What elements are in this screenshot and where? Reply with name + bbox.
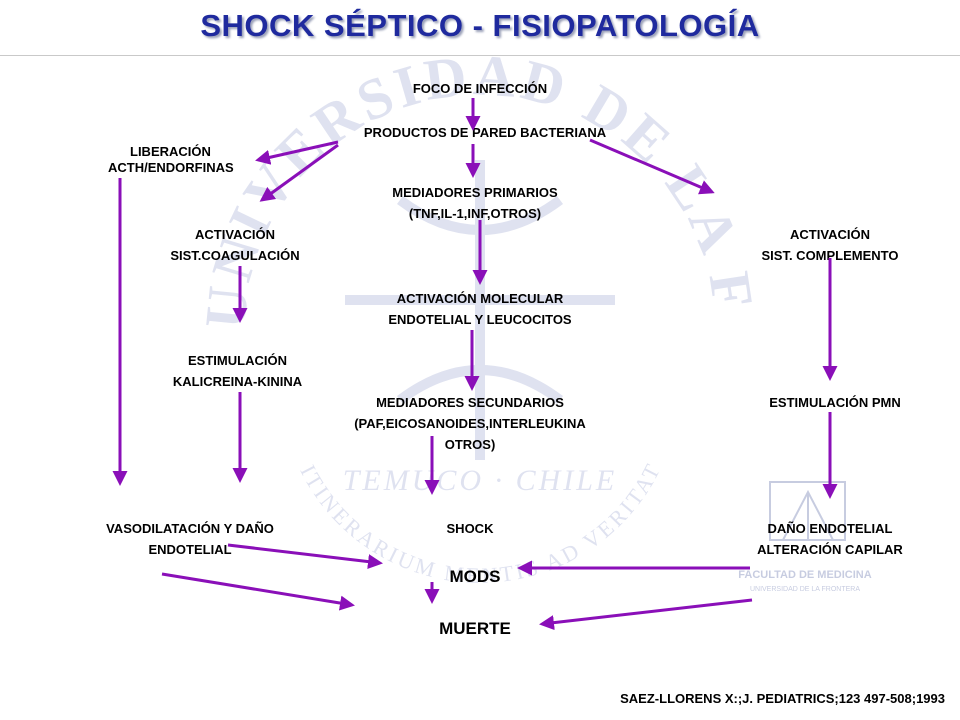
reference-citation: SAEZ-LLORENS X:;J. PEDIATRICS;123 497-50… (620, 691, 945, 706)
node-liberacion-line2: ACTH/ENDORFINAS (108, 160, 234, 175)
node-vasodilatacion: VASODILATACIÓN Y DAÑO ENDOTELIAL (65, 518, 315, 560)
faculty-name: FACULTAD DE MEDICINA (738, 569, 871, 581)
node-liberacion-line1: LIBERACIÓN (130, 144, 211, 159)
faculty-crest-watermark: FACULTAD DE MEDICINA UNIVERSIDAD DE LA F… (738, 481, 872, 593)
node-estimulacion-kk-line2: KALICREINA-KININA (172, 374, 303, 389)
node-activacion-molecular: ACTIVACIÓN MOLECULAR ENDOTELIAL Y LEUCOC… (360, 288, 600, 330)
node-vasodilatacion-line2: ENDOTELIAL (148, 542, 232, 557)
node-muerte: MUERTE (439, 619, 511, 638)
node-mediadores-secundarios: MEDIADORES SECUNDARIOS (PAF,EICOSANOIDES… (315, 392, 625, 455)
node-mediadores-primarios-line1: MEDIADORES PRIMARIOS (392, 185, 558, 200)
node-activacion-molecular-line1: ACTIVACIÓN MOLECULAR (396, 291, 564, 306)
node-shock: SHOCK (446, 521, 494, 536)
node-mediadores-secundarios-line1: MEDIADORES SECUNDARIOS (376, 395, 564, 410)
node-estimulacion-kk-line1: ESTIMULACIÓN (188, 353, 287, 368)
node-activacion-coag-line1: ACTIVACIÓN (195, 227, 275, 242)
node-mediadores-primarios: MEDIADORES PRIMARIOS (TNF,IL-1,INF,OTROS… (360, 182, 590, 224)
node-activacion-molecular-line2: ENDOTELIAL Y LEUCOCITOS (388, 312, 572, 327)
arrow-dano-to-muerte (539, 598, 753, 631)
arrow-productos-to-complemento (589, 138, 715, 195)
node-vasodilatacion-line1: VASODILATACIÓN Y DAÑO (106, 521, 274, 536)
node-activacion-coag-line2: SIST.COAGULACIÓN (170, 248, 300, 263)
node-liberacion-acth: LIBERACIÓN ACTH/ENDORFINAS (100, 144, 280, 176)
node-estimulacion-pmn: ESTIMULACIÓN PMN (769, 395, 901, 410)
node-dano-endotelial: DAÑO ENDOTELIAL ALTERACIÓN CAPILAR (720, 518, 940, 560)
node-dano-endotelial-line2: ALTERACIÓN CAPILAR (757, 542, 903, 557)
node-mods: MODS (449, 567, 501, 586)
arrow-vasodilatacion-to-muerte (161, 572, 355, 611)
node-activacion-compl-line2: SIST. COMPLEMENTO (761, 248, 899, 263)
node-mediadores-primarios-line2: (TNF,IL-1,INF,OTROS) (408, 206, 542, 221)
arrow-vasodilatacion-to-mods (227, 543, 383, 570)
node-mediadores-secundarios-line3: OTROS) (444, 437, 496, 452)
node-mediadores-secundarios-line2: (PAF,EICOSANOIDES,INTERLEUKINA (354, 416, 586, 431)
node-dano-endotelial-line1: DAÑO ENDOTELIAL (767, 521, 893, 536)
node-foco-infeccion: FOCO DE INFECCIÓN (412, 81, 548, 96)
node-estimulacion-kalicreina: ESTIMULACIÓN KALICREINA-KININA (140, 350, 335, 392)
node-activacion-compl-line1: ACTIVACIÓN (790, 227, 870, 242)
node-activacion-complemento: ACTIVACIÓN SIST. COMPLEMENTO (735, 224, 925, 266)
seal-city-text: TEMUCO · CHILE (343, 464, 618, 497)
page-title: SHOCK SÉPTICO - FISIOPATOLOGÍA (200, 8, 760, 43)
title-divider (0, 55, 960, 56)
faculty-university: UNIVERSIDAD DE LA FRONTERA (750, 586, 860, 593)
node-productos-pared: PRODUCTOS DE PARED BACTERIANA (363, 125, 607, 140)
node-activacion-coagulacion: ACTIVACIÓN SIST.COAGULACIÓN (140, 224, 330, 266)
arrow-productos-to-coagulacion (259, 143, 339, 202)
arrow-productos-to-liberacion (255, 140, 339, 165)
